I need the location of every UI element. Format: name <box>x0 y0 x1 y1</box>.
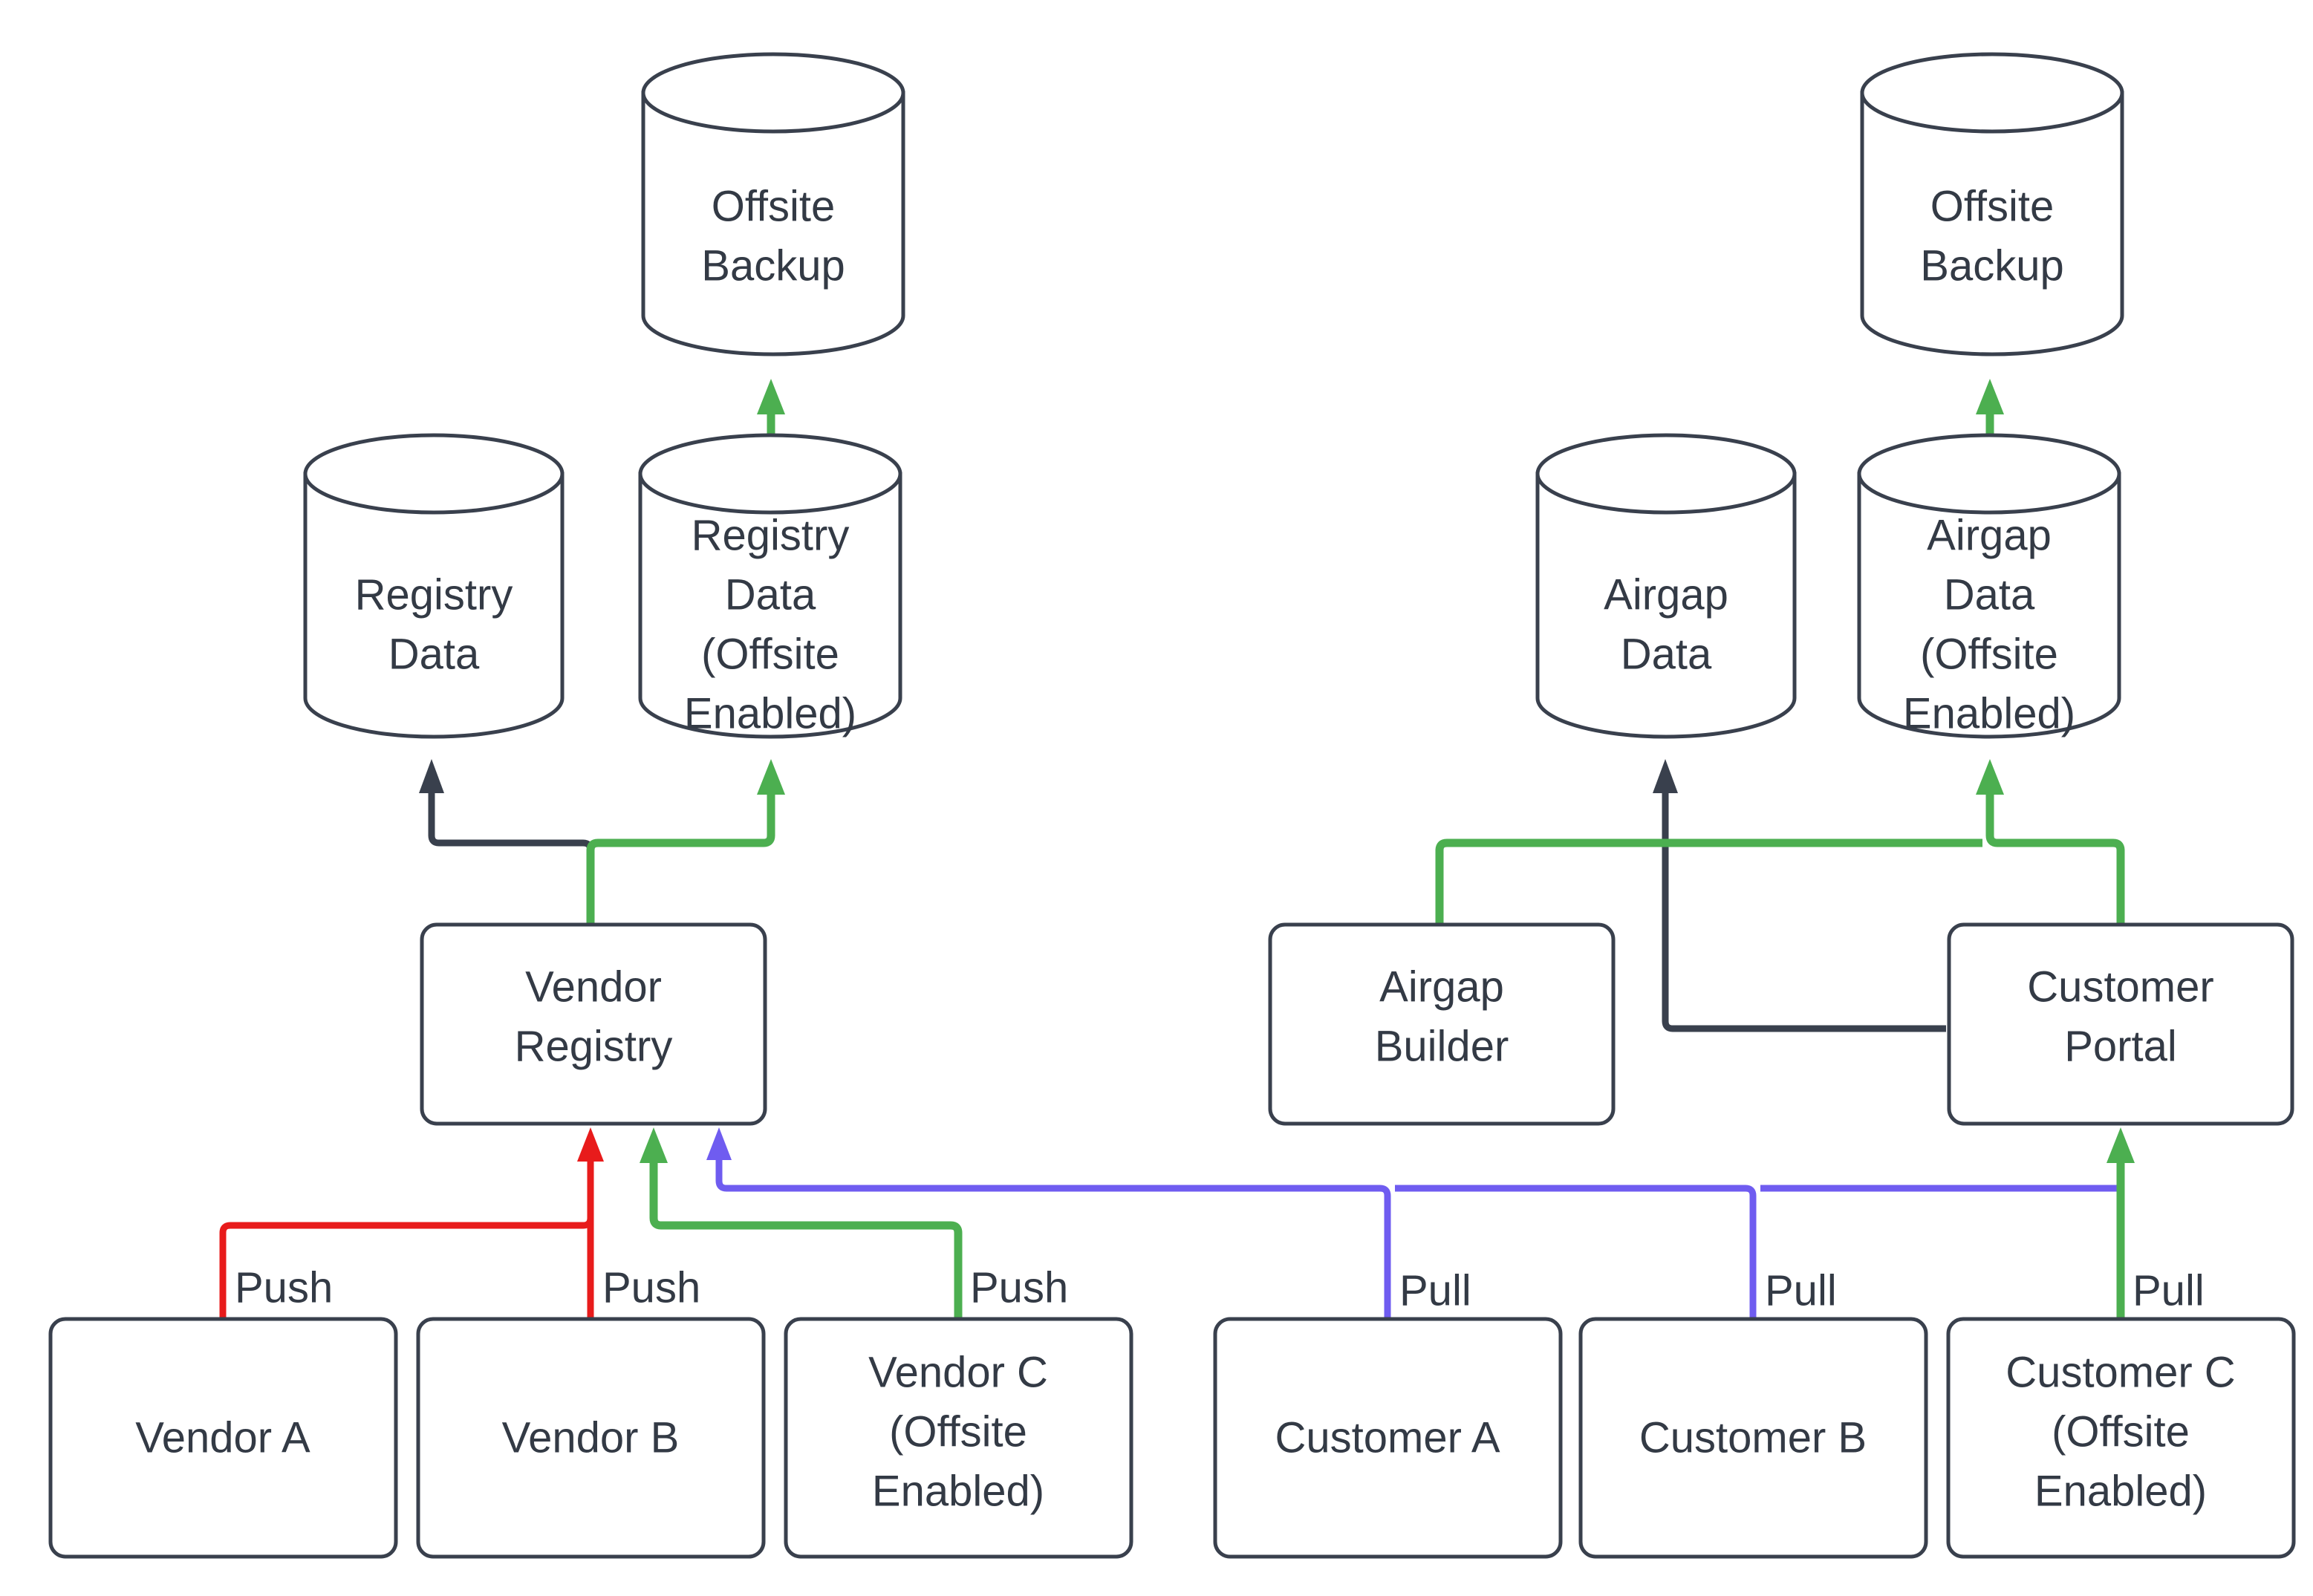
edge-vendor-registry-to-registry-data <box>419 759 594 925</box>
edge-vendor-registry-to-registry-data-offsite <box>586 759 785 925</box>
node-label-airgap-data-offsite-line4: Enabled) <box>1903 689 2075 737</box>
node-registry-data[interactable]: Registry Data <box>303 433 565 739</box>
node-layer: Offsite Backup Offsite Backup Registry D… <box>48 52 2296 1559</box>
edge-label-pull-c: Pull <box>2133 1266 2205 1315</box>
node-label-airgap-data-offsite-line1: Airgap <box>1927 511 2052 559</box>
node-label-airgap-data-line2: Data <box>1621 630 1712 678</box>
edge-label-pull-a: Pull <box>1399 1266 1471 1315</box>
node-offsite-backup-right[interactable]: Offsite Backup <box>1860 52 2124 356</box>
edge-customer-portal-to-airgap-data <box>1653 759 1946 1032</box>
node-label-registry-data-offsite-line4: Enabled) <box>684 689 856 737</box>
node-label-airgap-builder-line1: Airgap <box>1379 963 1504 1011</box>
node-label-vendor-c-line2: (Offsite <box>889 1407 1027 1456</box>
node-label-offsite-backup-left-line1: Offsite <box>712 182 836 230</box>
edge-layer <box>219 379 2135 1319</box>
node-label-vendor-registry-line1: Vendor <box>525 963 662 1011</box>
node-vendor-c[interactable]: Vendor C (Offsite Enabled) <box>784 1317 1133 1559</box>
edge-label-push-c: Push <box>970 1263 1068 1312</box>
edge-customer-c-to-customer-portal <box>2107 1127 2135 1319</box>
node-customer-b[interactable]: Customer B <box>1578 1317 1928 1559</box>
node-label-customer-b: Customer B <box>1639 1413 1867 1462</box>
node-label-airgap-data-offsite-line2: Data <box>1944 570 2035 619</box>
node-offsite-backup-left[interactable]: Offsite Backup <box>641 52 905 356</box>
node-label-customer-portal-line2: Portal <box>2064 1022 2177 1070</box>
edge-airgap-builder-to-airgap-data-offsite <box>1435 838 1982 925</box>
edge-customer-b-to-vendor-registry <box>1395 1185 1757 1319</box>
node-registry-data-offsite[interactable]: Registry Data (Offsite Enabled) <box>638 433 902 739</box>
node-label-airgap-data-line1: Airgap <box>1604 570 1728 619</box>
node-customer-c[interactable]: Customer C (Offsite Enabled) <box>1946 1317 2296 1559</box>
node-label-customer-a: Customer A <box>1275 1413 1500 1462</box>
node-label-customer-c-line2: (Offsite <box>2052 1407 2190 1456</box>
node-label-offsite-backup-right-line1: Offsite <box>1930 182 2055 230</box>
node-label-customer-c-line3: Enabled) <box>2034 1467 2207 1515</box>
node-customer-portal[interactable]: Customer Portal <box>1947 922 2294 1126</box>
node-vendor-b[interactable]: Vendor B <box>416 1317 766 1559</box>
node-label-registry-data-offsite-line1: Registry <box>692 511 850 559</box>
node-label-vendor-b: Vendor B <box>502 1413 680 1462</box>
node-airgap-builder[interactable]: Airgap Builder <box>1268 922 1616 1126</box>
edge-label-layer: Push Push Push Pull Pull Pull <box>235 1263 2205 1315</box>
node-airgap-data-offsite[interactable]: Airgap Data (Offsite Enabled) <box>1857 433 2121 739</box>
node-label-vendor-registry-line2: Registry <box>515 1022 673 1070</box>
node-label-airgap-builder-line2: Builder <box>1375 1022 1509 1070</box>
node-vendor-registry[interactable]: Vendor Registry <box>420 922 767 1126</box>
node-label-registry-data-offsite-line2: Data <box>725 570 816 619</box>
edge-label-push-a: Push <box>235 1263 333 1312</box>
node-label-registry-data-line2: Data <box>388 630 480 678</box>
node-label-offsite-backup-right-line2: Backup <box>1920 241 2063 290</box>
node-vendor-a[interactable]: Vendor A <box>48 1317 398 1559</box>
edge-customer-a-to-vendor-registry <box>706 1127 1391 1319</box>
node-airgap-data[interactable]: Airgap Data <box>1535 433 1797 739</box>
node-label-registry-data-line1: Registry <box>355 570 513 619</box>
node-label-customer-c-line1: Customer C <box>2005 1348 2235 1396</box>
node-label-customer-portal-line1: Customer <box>2027 963 2213 1011</box>
node-label-airgap-data-offsite-line3: (Offsite <box>1920 630 2058 678</box>
edge-vendor-c-to-vendor-registry <box>640 1127 963 1319</box>
node-label-registry-data-offsite-line3: (Offsite <box>701 630 839 678</box>
node-label-offsite-backup-left-line2: Backup <box>701 241 845 290</box>
edge-label-push-b: Push <box>602 1263 700 1312</box>
node-label-vendor-c-line3: Enabled) <box>872 1467 1044 1515</box>
node-label-vendor-a: Vendor A <box>135 1413 310 1462</box>
edge-customer-portal-to-airgap-data-offsite <box>1976 759 2125 925</box>
node-customer-a[interactable]: Customer A <box>1213 1317 1563 1559</box>
node-label-vendor-c-line1: Vendor C <box>868 1348 1048 1396</box>
edge-label-pull-b: Pull <box>1765 1266 1837 1315</box>
